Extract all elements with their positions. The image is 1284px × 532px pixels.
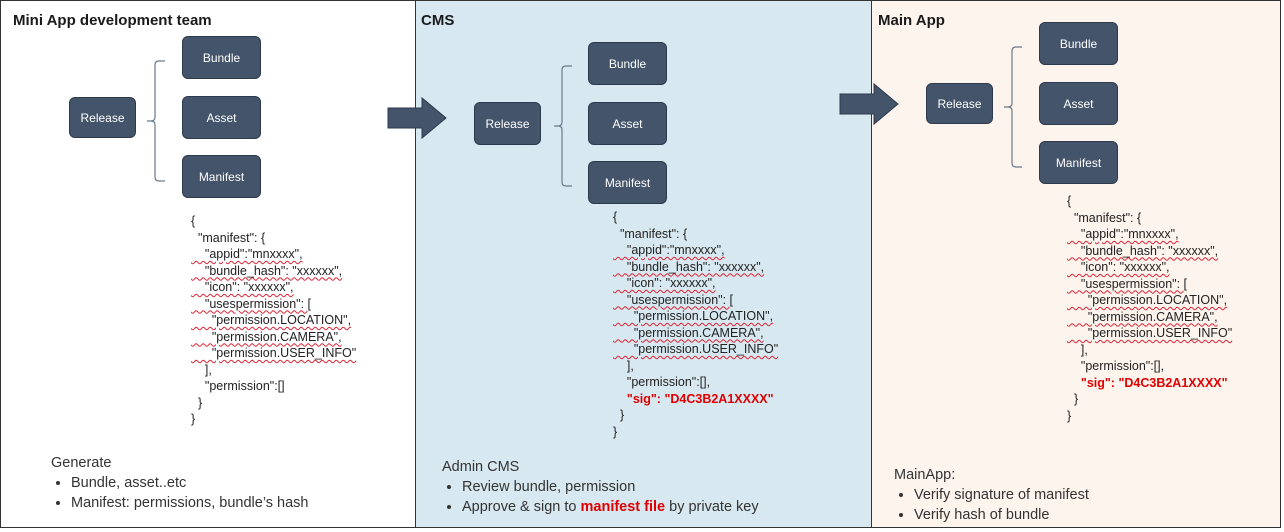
- release-bracket: [147, 60, 165, 182]
- json-line: "bundle_hash": "xxxxxx",: [191, 263, 343, 278]
- bundle-box: Bundle: [182, 36, 261, 79]
- json-line: }: [613, 408, 625, 422]
- note-item: Bundle, asset..etc: [71, 474, 309, 494]
- json-line: }: [613, 424, 618, 439]
- note-item: Manifest: permissions, bundle’s hash: [71, 494, 309, 514]
- notes: Generate Bundle, asset..etc Manifest: pe…: [51, 455, 309, 513]
- json-line: "permission.CAMERA",: [191, 329, 342, 344]
- manifest-box: Manifest: [1039, 141, 1118, 184]
- note-item: Verify hash of bundle: [914, 506, 1089, 526]
- json-line: "icon": "xxxxxx",: [613, 276, 716, 290]
- panel-cms: CMS Release Bundle Asset Manifest { "man…: [415, 0, 872, 528]
- manifest-file-highlight: manifest file: [580, 498, 666, 515]
- notes: Admin CMS Review bundle, permission Appr…: [442, 459, 759, 517]
- json-line: }: [191, 395, 203, 410]
- json-line: "manifest": {: [613, 226, 688, 241]
- json-line: "appid":"mnxxxx",: [613, 243, 725, 257]
- manifest-json: { "manifest": { "appid":"mnxxxx", "bundl…: [191, 213, 356, 428]
- manifest-box: Manifest: [588, 161, 667, 204]
- json-line: "manifest": {: [191, 230, 266, 245]
- json-line: "usespermission": [: [1067, 276, 1188, 291]
- json-line: "manifest": {: [1067, 210, 1142, 225]
- json-line: "permission.USER_INFO": [191, 346, 357, 360]
- json-line: }: [1067, 408, 1072, 423]
- release-box: Release: [474, 102, 541, 145]
- panel-main-app: Main App Release Bundle Asset Manifest {…: [871, 0, 1281, 528]
- note-text: by private key: [665, 498, 759, 515]
- note-item: Verify signature of manifest: [914, 486, 1089, 506]
- bundle-box: Bundle: [1039, 22, 1118, 65]
- panel-title: Mini App development team: [13, 12, 212, 29]
- release-box: Release: [926, 83, 993, 124]
- json-line: {: [613, 210, 618, 224]
- json-line-sig: "sig": "D4C3B2A1XXXX": [1067, 375, 1228, 390]
- json-line: ],: [191, 362, 212, 377]
- note-text: Approve & sign to: [462, 498, 581, 515]
- json-line: "bundle_hash": "xxxxxx",: [1067, 243, 1219, 258]
- json-line: "permission.USER_INFO": [1067, 326, 1233, 340]
- asset-box: Asset: [588, 102, 667, 145]
- notes-title: Generate: [51, 455, 112, 471]
- json-line: "permission":[],: [613, 375, 711, 389]
- panel-title: Main App: [878, 12, 945, 29]
- bundle-box: Bundle: [588, 42, 667, 85]
- json-line: "bundle_hash": "xxxxxx",: [613, 259, 765, 274]
- json-line: }: [191, 412, 196, 426]
- notes-title: MainApp:: [894, 467, 956, 483]
- notes-title: Admin CMS: [442, 459, 520, 475]
- release-bracket: [1004, 46, 1022, 168]
- manifest-box: Manifest: [182, 155, 261, 198]
- json-line: "permission.LOCATION",: [191, 313, 352, 327]
- json-line: {: [1067, 194, 1072, 208]
- json-line: {: [191, 214, 196, 228]
- release-bracket: [554, 65, 572, 187]
- json-line: ],: [1067, 342, 1088, 357]
- json-line: "usespermission": [: [613, 292, 734, 307]
- json-line: "appid":"mnxxxx",: [1067, 227, 1179, 241]
- json-line: "permission.CAMERA",: [1067, 309, 1218, 324]
- manifest-json: { "manifest": { "appid":"mnxxxx", "bundl…: [613, 209, 778, 440]
- json-line-sig: "sig": "D4C3B2A1XXXX": [613, 391, 774, 406]
- json-line: "icon": "xxxxxx",: [1067, 260, 1170, 274]
- asset-box: Asset: [1039, 82, 1118, 125]
- json-line: "permission":[],: [1067, 359, 1165, 373]
- flow-arrow-right-icon: [387, 96, 447, 140]
- json-line: }: [1067, 392, 1079, 406]
- json-line: "usespermission": [: [191, 296, 312, 311]
- json-line: "permission.LOCATION",: [613, 309, 774, 323]
- flow-arrow-right-icon: [839, 82, 899, 126]
- note-item: Review bundle, permission: [462, 478, 759, 498]
- json-line: "permission.USER_INFO": [613, 342, 779, 356]
- json-line: "permission.LOCATION",: [1067, 293, 1228, 307]
- json-line: "permission.CAMERA",: [613, 325, 764, 340]
- notes: MainApp: Verify signature of manifest Ve…: [894, 467, 1089, 525]
- json-line: "icon": "xxxxxx",: [191, 280, 294, 294]
- json-line: "appid":"mnxxxx",: [191, 247, 303, 261]
- panel-title: CMS: [421, 12, 455, 29]
- json-line: "permission":[]: [191, 379, 285, 393]
- release-box: Release: [69, 97, 136, 138]
- asset-box: Asset: [182, 96, 261, 139]
- manifest-json: { "manifest": { "appid":"mnxxxx", "bundl…: [1067, 193, 1232, 424]
- panel-mini-app-team: Mini App development team Release Bundle…: [0, 0, 416, 528]
- json-line: ],: [613, 358, 634, 373]
- note-item-approve: Approve & sign to manifest file by priva…: [462, 498, 759, 518]
